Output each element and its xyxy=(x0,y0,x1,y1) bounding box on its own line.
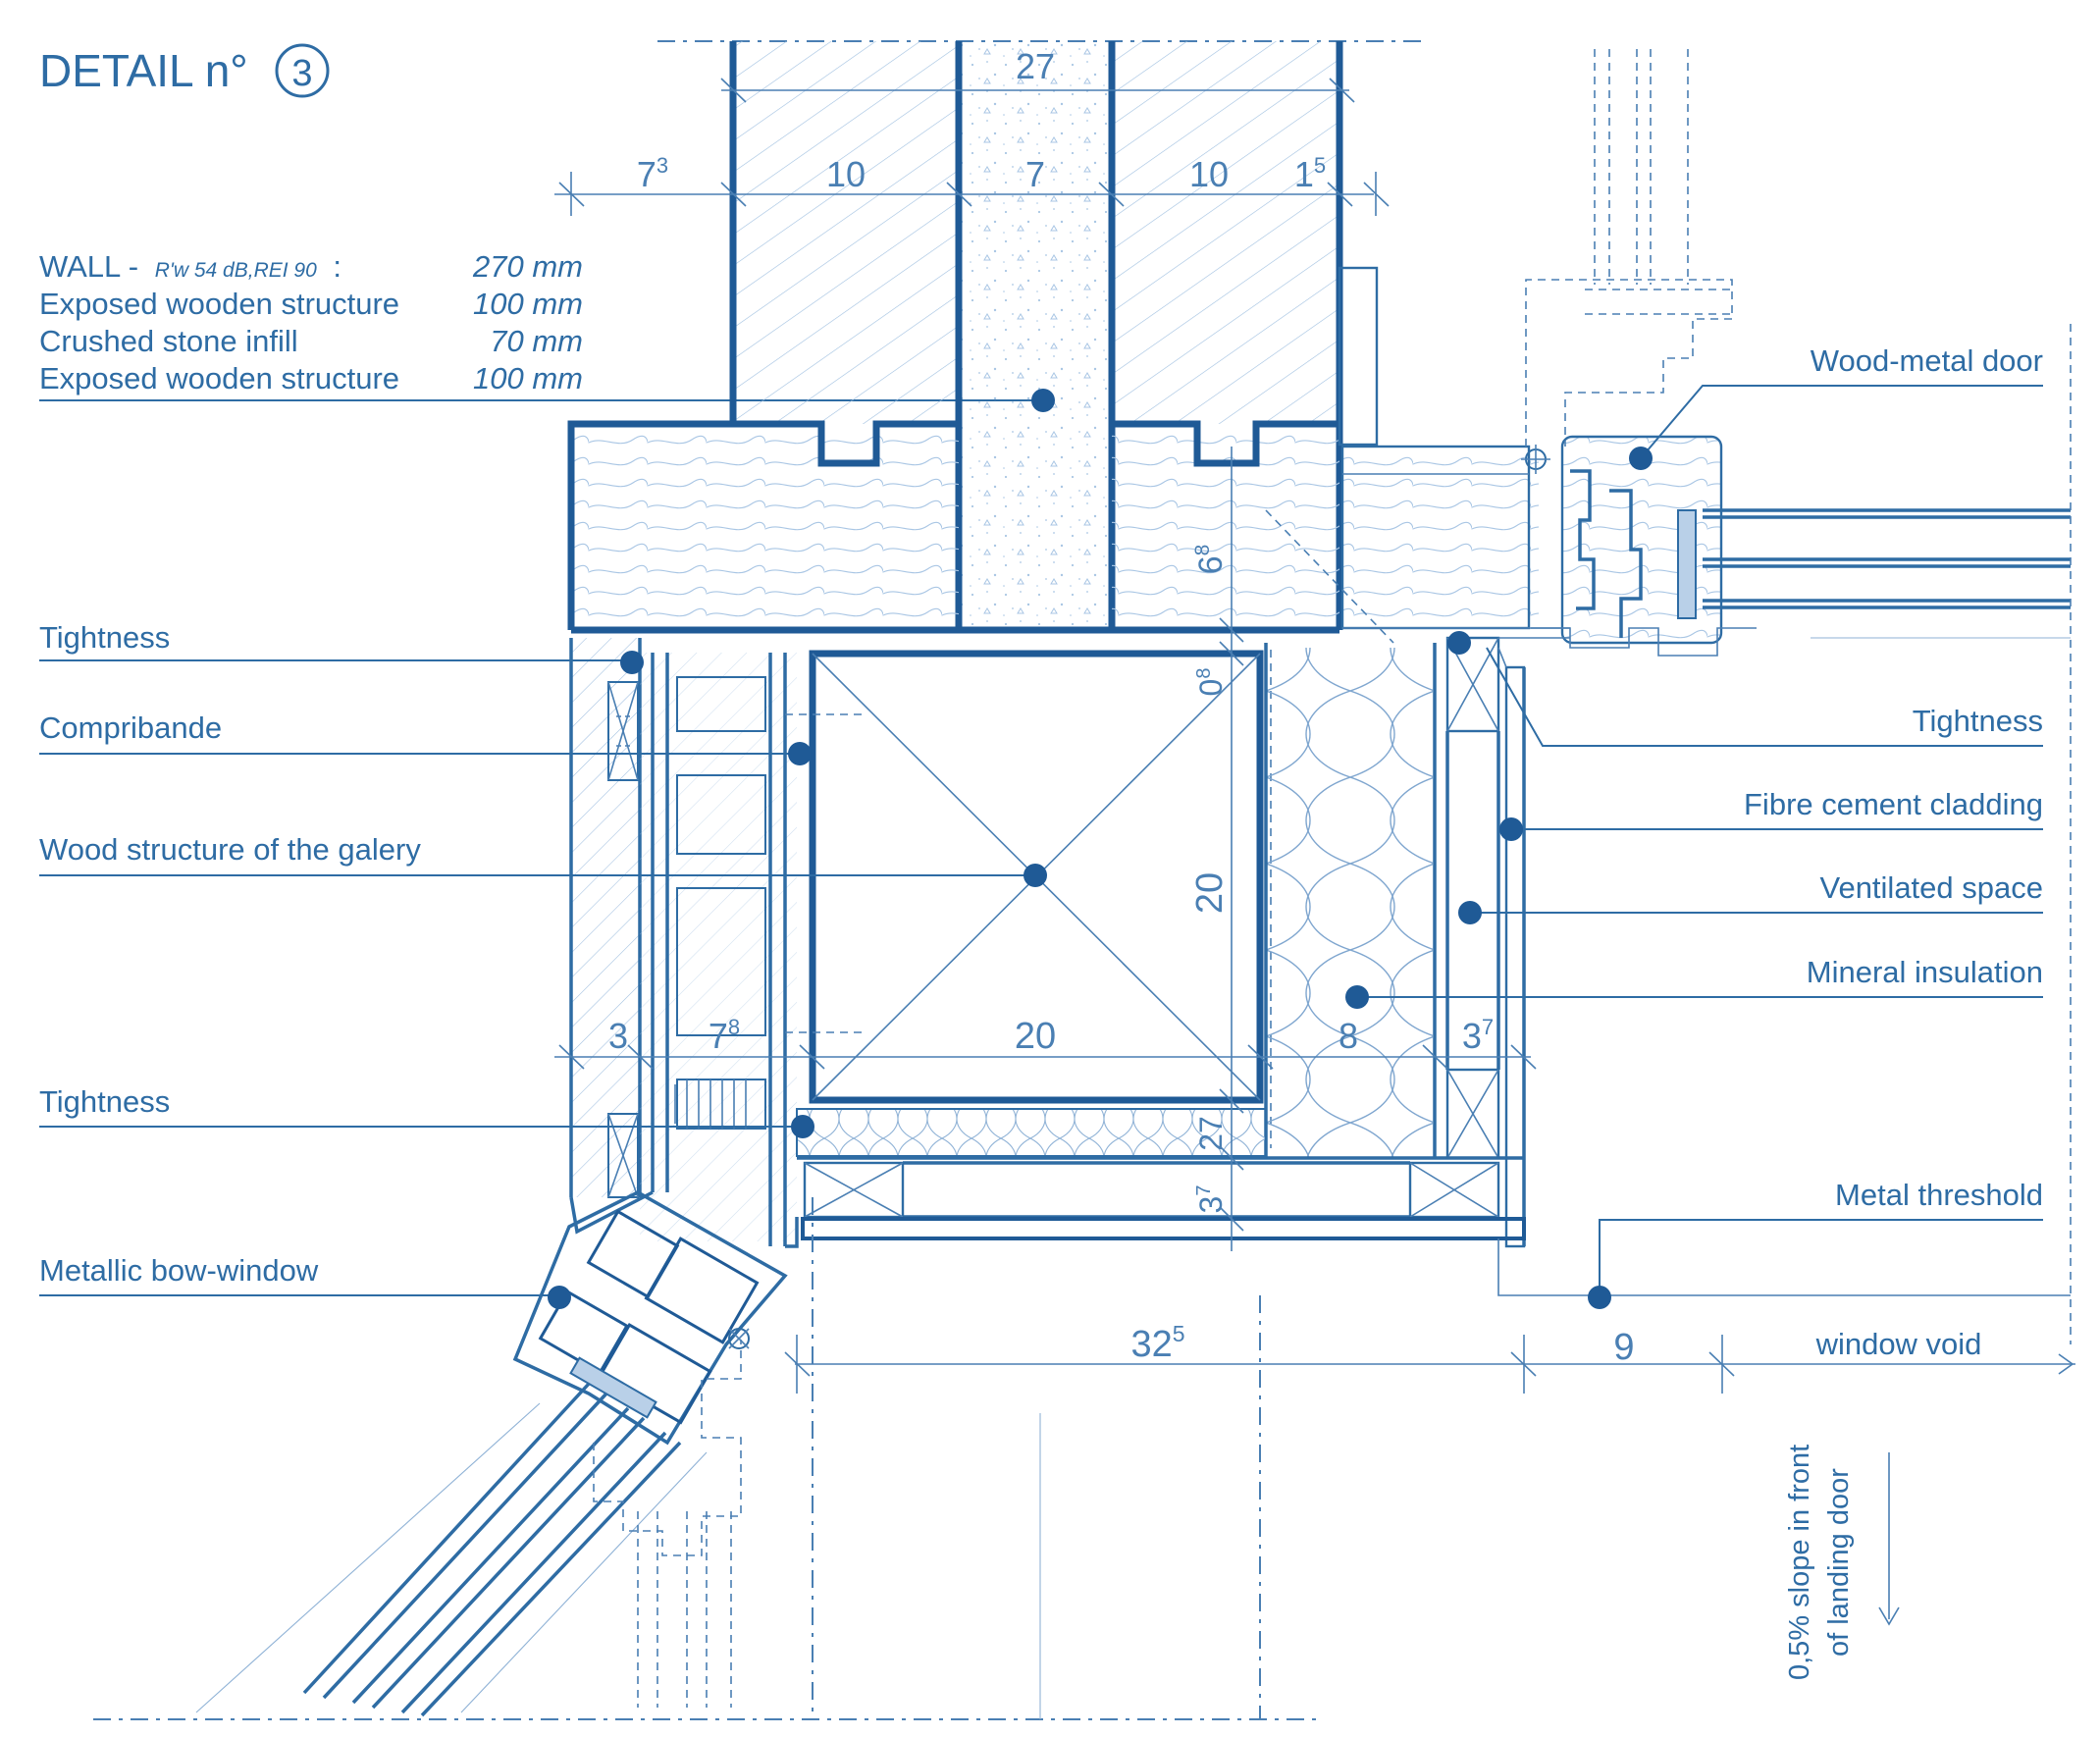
dim-10-left: 10 xyxy=(826,154,866,194)
callout-dot xyxy=(548,1286,571,1309)
dim-1-5-sup: 5 xyxy=(1314,153,1326,178)
svg-text:37: 37 xyxy=(1193,1185,1229,1214)
label-slope-line1: 0,5% slope in front xyxy=(1784,1445,1815,1680)
dim-8: 8 xyxy=(1339,1016,1358,1056)
dim-20-horizontal: 20 xyxy=(1015,1016,1056,1057)
dim-wall-total: 27 xyxy=(1016,46,1055,86)
callout-dot xyxy=(791,1115,814,1138)
svg-text:08: 08 xyxy=(1193,668,1229,697)
dim-7-infill: 7 xyxy=(1025,154,1045,194)
dim-7-8-sup: 8 xyxy=(728,1015,740,1039)
dim-27-vertical: 27 xyxy=(1193,1116,1229,1151)
wall-spec-row-value: 100 mm xyxy=(473,287,583,321)
svg-text:15: 15 xyxy=(1294,153,1326,194)
callout-dot xyxy=(1031,389,1055,412)
insulation-and-cladding xyxy=(1264,636,2043,1248)
door-assembly xyxy=(1340,49,2072,1344)
callout-dot xyxy=(1499,817,1523,841)
label-fibre-cement-cladding: Fibre cement cladding xyxy=(1744,787,2043,821)
dim-7-3-base: 7 xyxy=(637,154,656,194)
callout-dot xyxy=(1629,447,1653,470)
upper-wall xyxy=(567,40,1423,634)
svg-text:78: 78 xyxy=(709,1015,740,1056)
bow-window xyxy=(195,1190,788,1717)
label-compribande: Compribande xyxy=(39,711,222,745)
label-tightness-2: Tightness xyxy=(39,1084,170,1119)
dim-3-7a-sup: 7 xyxy=(1482,1015,1494,1039)
callout-dot xyxy=(788,742,812,765)
gallery-column xyxy=(569,638,799,1248)
reference-lines xyxy=(93,1197,1320,1720)
dim-3: 3 xyxy=(608,1016,628,1056)
svg-text:68: 68 xyxy=(1191,545,1230,575)
svg-text:WALL - R'w 54 dB,REI 90: WALL - R'w 54 dB,REI 90 : xyxy=(39,249,341,284)
wall-spec-note: R'w 54 dB,REI 90 xyxy=(155,259,317,282)
label-metallic-bow-window: Metallic bow-window xyxy=(39,1253,319,1288)
svg-text:325: 325 xyxy=(1130,1321,1184,1365)
callouts xyxy=(39,385,2043,1309)
wall-spec-row-label: Exposed wooden structure xyxy=(39,361,399,395)
wall-spec-row-label: Crushed stone infill xyxy=(39,324,298,358)
dim-3-7b-base: 3 xyxy=(1193,1196,1229,1214)
lower-layers xyxy=(796,1108,2071,1296)
wall-spec-block: WALL - R'w 54 dB,REI 90 : 270 mm Exposed… xyxy=(39,249,1040,401)
dim-3-7a-base: 3 xyxy=(1462,1016,1482,1056)
title-number: 3 xyxy=(291,53,312,94)
callout-dot xyxy=(1458,901,1482,924)
labels: Tightness Compribande Wood structure of … xyxy=(39,343,2043,1680)
callout-dot xyxy=(620,651,644,674)
wall-spec-colon: : xyxy=(333,249,341,284)
callout-dot xyxy=(1024,864,1047,887)
label-wood-metal-door: Wood-metal door xyxy=(1811,343,2043,378)
callout-dot xyxy=(1345,985,1369,1009)
svg-text:27: 27 xyxy=(1193,1116,1229,1151)
label-wood-structure-galery: Wood structure of the galery xyxy=(39,832,421,867)
label-ventilated-space: Ventilated space xyxy=(1819,870,2043,905)
wall-spec-heading-value: 270 mm xyxy=(472,249,583,284)
label-slope-line2: of landing door xyxy=(1823,1468,1855,1657)
wall-spec-row-value: 100 mm xyxy=(473,361,583,395)
dim-1-5-base: 1 xyxy=(1294,154,1314,194)
dim-20-vertical: 20 xyxy=(1189,872,1231,914)
callout-dot xyxy=(1588,1286,1611,1309)
dim-32-5-sup: 5 xyxy=(1173,1321,1185,1346)
dim-0-8-base: 0 xyxy=(1193,679,1229,697)
wall-spec-row-value: 70 mm xyxy=(490,324,583,358)
dim-7-3-sup: 3 xyxy=(656,153,668,178)
dim-3-7b-sup: 7 xyxy=(1193,1185,1215,1196)
svg-text:73: 73 xyxy=(637,153,668,194)
dim-10-right: 10 xyxy=(1189,154,1229,194)
dimension-text: 27 73 10 7 10 15 68 08 20 27 37 3 78 20 … xyxy=(608,46,1635,1368)
label-mineral-insulation: Mineral insulation xyxy=(1807,955,2043,989)
label-tightness-3: Tightness xyxy=(1913,704,2043,738)
title-text: DETAIL n° xyxy=(39,45,248,96)
dimension-lines xyxy=(554,78,2075,1626)
label-metal-threshold: Metal threshold xyxy=(1835,1178,2043,1212)
dim-0-8-sup: 8 xyxy=(1193,668,1215,679)
wall-spec-heading: WALL - xyxy=(39,249,138,284)
wall-spec-row-label: Exposed wooden structure xyxy=(39,287,399,321)
callout-dot xyxy=(1447,631,1471,655)
dim-7-8-base: 7 xyxy=(709,1016,728,1056)
label-window-void: window void xyxy=(1815,1327,1982,1361)
title-number-circle xyxy=(275,43,330,98)
dim-32-5-base: 32 xyxy=(1130,1324,1172,1365)
label-tightness-1: Tightness xyxy=(39,620,170,655)
dim-6-8-sup: 8 xyxy=(1191,545,1214,556)
dim-6-8-base: 6 xyxy=(1192,555,1230,574)
dim-9: 9 xyxy=(1613,1327,1634,1368)
svg-text:37: 37 xyxy=(1462,1015,1494,1056)
